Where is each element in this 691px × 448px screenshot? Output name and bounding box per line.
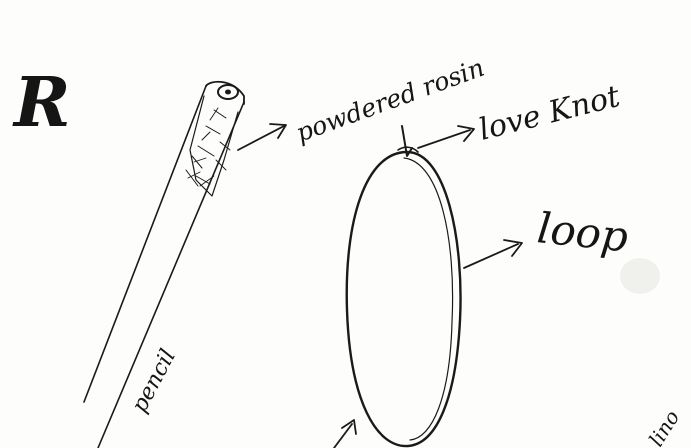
arrow-to-loop-icon	[464, 240, 522, 268]
edge-text-fragment: lino	[644, 406, 684, 448]
loop-drawing	[347, 126, 461, 446]
loop-label: loop	[535, 203, 631, 261]
arrow-to-love-knot-icon	[418, 126, 474, 148]
love-knot-label: love Knot	[475, 79, 624, 148]
smudge-mark	[620, 258, 660, 294]
figure-letter: R	[12, 63, 71, 143]
pencil-drawing	[84, 82, 244, 448]
arrow-to-rosin-icon	[238, 124, 286, 150]
bottom-arrow-icon	[334, 420, 356, 448]
pencil-label: pencil	[127, 345, 181, 416]
